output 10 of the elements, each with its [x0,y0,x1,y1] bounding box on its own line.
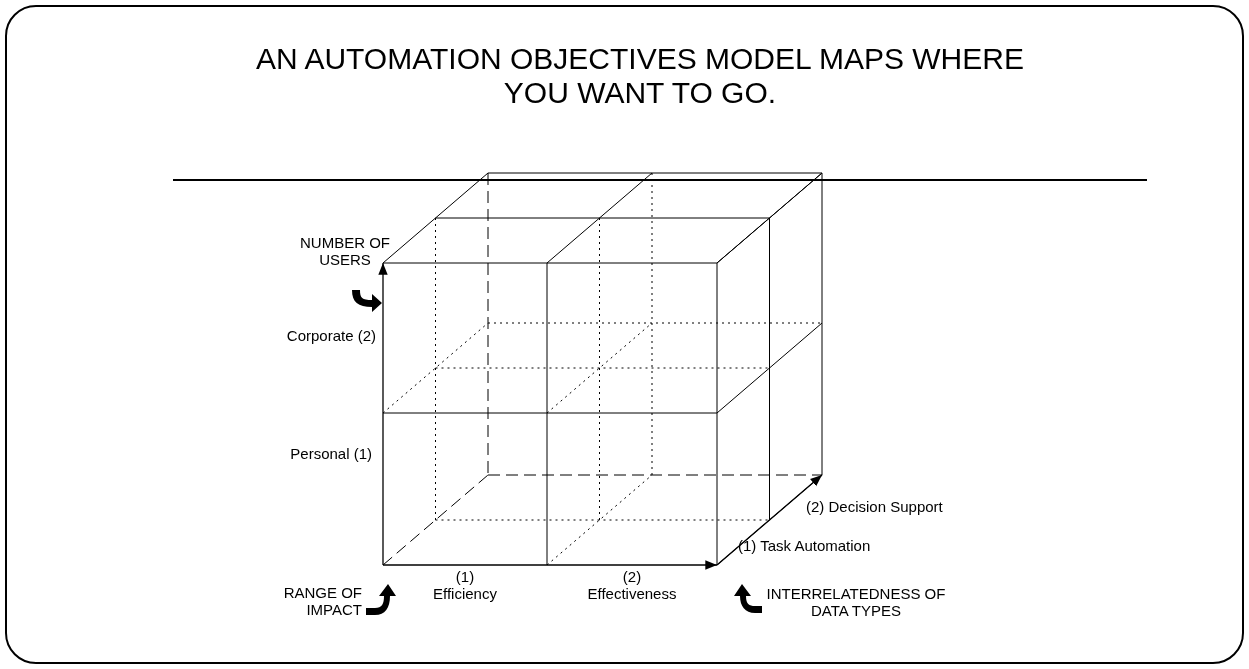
axis-title: INTERRELATEDNESS OF DATA TYPES [766,585,946,619]
axis-tick-label: Personal (1) [289,445,372,462]
axis-tick-label: (2) Effectiveness [586,568,678,602]
axis-tick-label: (1) Task Automation [738,537,872,554]
axis-tick-label: (1) Efficiency [432,568,498,602]
axis-tick-label: Corporate (2) [285,327,376,344]
axis-title: RANGE OF IMPACT [282,584,362,618]
axis-tick-label: (2) Decision Support [806,498,944,515]
axis-title: NUMBER OF USERS [300,234,390,268]
title: AN AUTOMATION OBJECTIVES MODEL MAPS WHERE YOU WANT TO GO. [255,42,1025,110]
